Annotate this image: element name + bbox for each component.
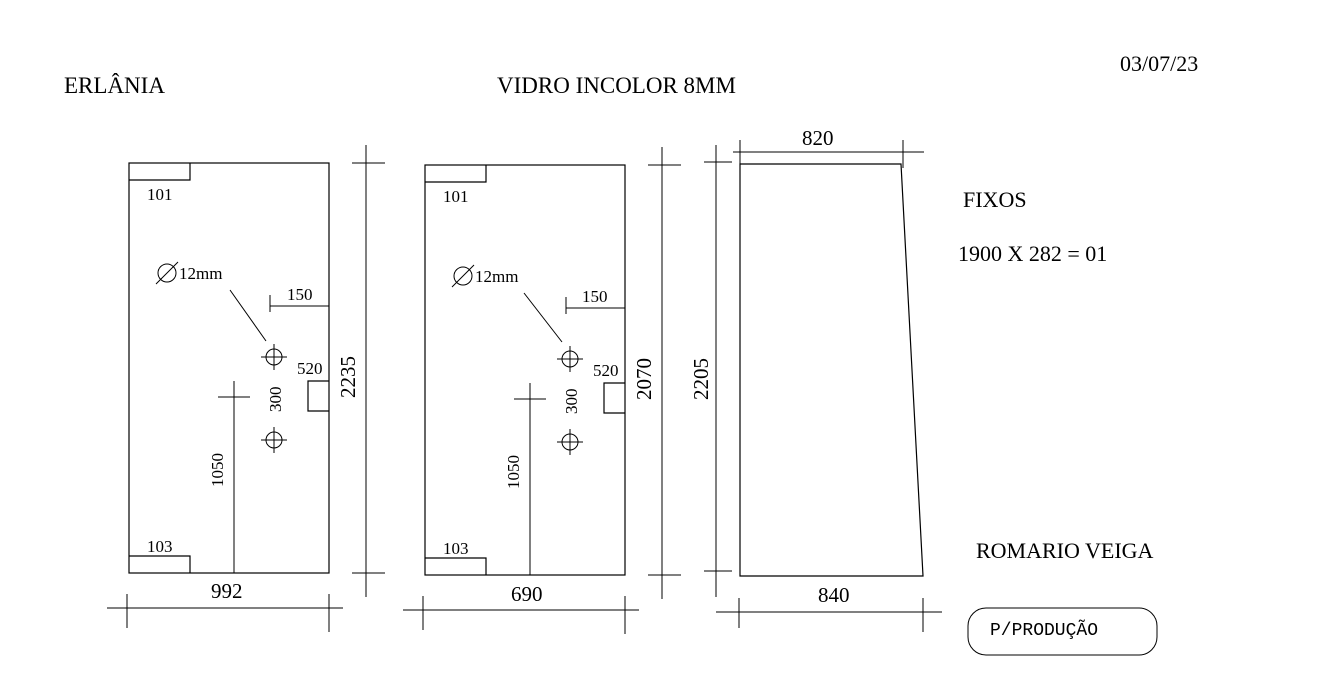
dim-520: 520 <box>593 361 619 380</box>
panel-1: 101 103 12mm 150 300 520 1050 <box>107 145 385 632</box>
hole-upper <box>557 346 583 372</box>
bottom-fitting <box>425 557 487 575</box>
hole-lower <box>261 427 287 453</box>
width-dimension: 690 <box>511 582 543 606</box>
dim-150: 150 <box>582 287 608 306</box>
panel-2: 101 103 12mm 150 300 520 1050 2070 <box>403 147 681 634</box>
glass-outline <box>739 163 924 577</box>
bottom-fitting-label: 103 <box>443 539 469 558</box>
glass-outline <box>128 162 330 574</box>
top-width-dimension: 820 <box>802 126 834 150</box>
dim-300: 300 <box>562 389 581 415</box>
top-fitting-label: 101 <box>443 187 469 206</box>
top-fitting <box>129 163 191 181</box>
dim-1050: 1050 <box>208 453 227 487</box>
material-title: VIDRO INCOLOR 8MM <box>497 73 736 98</box>
height-dimension: 2235 <box>336 356 360 398</box>
height-dimension: 2205 <box>689 358 713 400</box>
dim-300: 300 <box>266 387 285 413</box>
glass-outline <box>424 164 626 576</box>
diameter-symbol-icon <box>157 263 177 283</box>
leader-line <box>523 292 563 343</box>
leader-line <box>229 289 267 342</box>
hole-lower <box>557 429 583 455</box>
panel-3: 820 2205 840 <box>689 126 942 632</box>
hole-diameter-label: 12mm <box>179 264 222 283</box>
handle-notch <box>307 380 329 412</box>
production-stamp: P/PRODUÇÃO <box>990 620 1098 641</box>
hole-upper <box>261 344 287 370</box>
date: 03/07/23 <box>1120 51 1198 76</box>
dim-150: 150 <box>287 285 313 304</box>
height-dimension: 2070 <box>632 358 656 400</box>
bottom-fitting-label: 103 <box>147 537 173 556</box>
dim-520: 520 <box>297 359 323 378</box>
production-stamp-frame <box>967 607 1158 656</box>
fixos-line: 1900 X 282 = 01 <box>958 241 1107 266</box>
fixos-title: FIXOS <box>963 187 1027 212</box>
bottom-width-dimension: 840 <box>818 583 850 607</box>
dim-1050: 1050 <box>504 455 523 489</box>
client-name: ERLÂNIA <box>64 73 165 98</box>
diameter-symbol-icon <box>453 266 473 286</box>
width-dimension: 992 <box>211 579 243 603</box>
bottom-fitting <box>129 555 191 573</box>
hole-diameter-label: 12mm <box>475 267 518 286</box>
top-fitting <box>425 165 487 183</box>
author-name: ROMARIO VEIGA <box>976 538 1154 563</box>
handle-notch <box>603 382 625 414</box>
top-fitting-label: 101 <box>147 185 173 204</box>
